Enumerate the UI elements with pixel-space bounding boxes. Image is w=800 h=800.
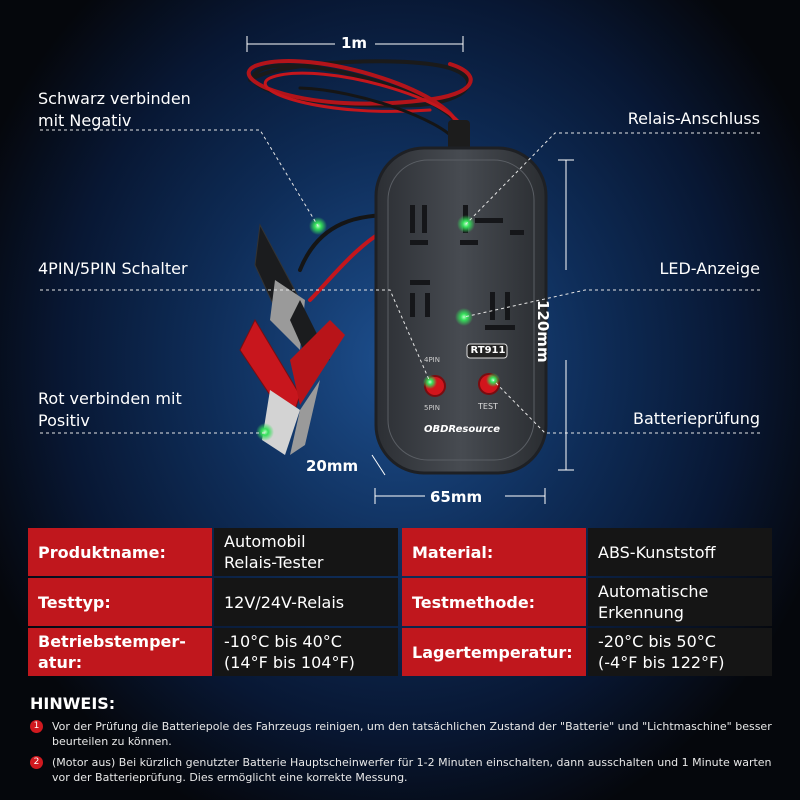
callout-switch: 4PIN/5PIN Schalter	[38, 259, 188, 278]
notes-title: HINWEIS:	[30, 694, 116, 713]
height-label: 120mm	[534, 300, 552, 363]
dimension-lines	[246, 36, 574, 504]
notes-section: HINWEIS: 1 Vor der Prüfung die Batteriep…	[30, 694, 780, 791]
spec-label-test-type: Testtyp:	[28, 578, 212, 626]
switch-4pin-label: 4PIN	[424, 356, 440, 364]
note-item: 2 (Motor aus) Bei kürzlich genutzter Bat…	[30, 755, 780, 785]
spec-value-operating-temp: -10°C bis 40°C (14°F bis 104°F)	[214, 628, 398, 676]
spec-label-storage-temp: Lagertemperatur:	[402, 628, 586, 676]
spec-value-material: ABS-Kunststoff	[588, 528, 772, 576]
callout-relay-socket: Relais-Anschluss	[627, 109, 760, 128]
spec-value-storage-temp: -20°C bis 50°C (-4°F bis 122°F)	[588, 628, 772, 676]
cable-length-label: 1m	[341, 34, 368, 52]
note-text: (Motor aus) Bei kürzlich genutzter Batte…	[52, 756, 772, 784]
callout-led: LED-Anzeige	[659, 259, 760, 278]
note-number: 1	[30, 720, 43, 733]
width-label: 65mm	[430, 488, 483, 506]
callout-battery-test: Batterieprüfung	[633, 409, 760, 428]
note-text: Vor der Prüfung die Batteriepole des Fah…	[52, 720, 772, 748]
spec-label-product-name: Produktname:	[28, 528, 212, 576]
model-badge	[466, 343, 508, 359]
thickness-label: 20mm	[306, 457, 359, 475]
brand-label: OBDResource	[424, 424, 500, 435]
test-button-label: TEST	[478, 402, 498, 411]
callout-red-positive: Rot verbinden mit Positiv	[38, 389, 182, 430]
spec-value-test-method: Automatische Erkennung	[588, 578, 772, 626]
spec-value-product-name: Automobil Relais-Tester	[214, 528, 398, 576]
callout-black-negative: Schwarz verbinden mit Negativ	[38, 89, 191, 130]
spec-table: Produktname: Automobil Relais-Tester Mat…	[28, 528, 772, 676]
spec-label-test-method: Testmethode:	[402, 578, 586, 626]
switch-5pin-label: 5PIN	[424, 404, 440, 412]
product-illustration	[40, 36, 760, 504]
spec-value-test-type: 12V/24V-Relais	[214, 578, 398, 626]
red-clamp	[239, 318, 345, 455]
model-label: RT911	[470, 345, 506, 356]
spec-label-operating-temp: Betriebstemper- atur:	[28, 628, 212, 676]
led-indicator	[455, 308, 473, 326]
note-item: 1 Vor der Prüfung die Batteriepole des F…	[30, 719, 780, 749]
note-number: 2	[30, 756, 43, 769]
callout-lines	[40, 129, 760, 434]
marker-red-led	[256, 423, 274, 441]
spec-label-material: Material:	[402, 528, 586, 576]
